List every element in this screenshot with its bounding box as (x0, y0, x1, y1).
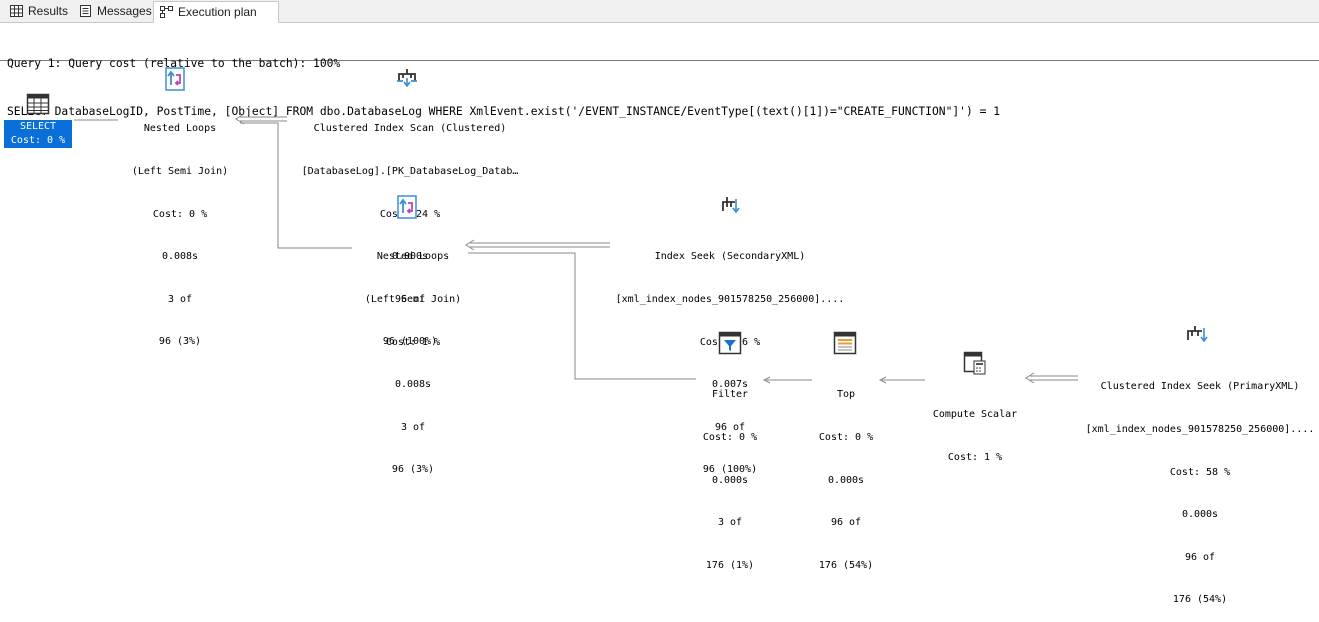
node-estimate: 176 (54%) (1172, 594, 1228, 606)
node-time: 0.008s (161, 251, 199, 263)
execution-plan-icon (160, 6, 173, 18)
node-cost: Cost: 16 % (699, 336, 761, 348)
node-subtitle: (Left Semi Join) (364, 294, 462, 306)
select-node[interactable]: SELECT Cost: 0 % (4, 120, 72, 148)
nested-loops-icon[interactable] (395, 195, 419, 219)
node-estimate: 96 (100%) (382, 336, 438, 348)
node-cost: Cost: 0 % (818, 432, 874, 444)
grid-icon (10, 5, 23, 17)
nested-loops-node-2[interactable]: Nested Loops (Left Semi Join) Cost: 1 % … (333, 222, 493, 492)
node-estimate: 176 (54%) (818, 559, 874, 571)
node-title: Top (836, 389, 856, 401)
clustered-index-seek-primary-node[interactable]: Clustered Index Seek (PrimaryXML) [xml_i… (1070, 352, 1319, 622)
nested-loops-node-1[interactable]: Nested Loops (Left Semi Join) Cost: 0 % … (100, 94, 260, 364)
node-cost: Cost: 0 % (702, 432, 758, 444)
tab-execution-plan[interactable]: Execution plan (153, 1, 279, 23)
node-title: Filter (711, 389, 749, 401)
edge-nl2-to-nl1 (240, 122, 352, 249)
node-time: 0.000s (711, 474, 749, 486)
node-rows: 96 of (1184, 551, 1216, 563)
node-time: 0.008s (394, 379, 432, 391)
tab-results-label: Results (28, 4, 69, 18)
node-subtitle: (Left Semi Join) (131, 166, 229, 178)
query-sql-text: SELECT DatabaseLogID, PostTime, [Object]… (7, 105, 1000, 118)
query-header: Query 1: Query cost (relative to the bat… (0, 24, 1319, 118)
top-icon[interactable] (833, 331, 857, 355)
node-title: Clustered Index Scan (Clustered) (313, 123, 507, 135)
tab-messages-label: Messages (97, 4, 152, 18)
compute-scalar-icon[interactable] (963, 351, 987, 375)
select-table-icon (26, 93, 50, 115)
node-cost: Cost: 0 % (152, 208, 208, 220)
select-node-cost: Cost: 0 % (10, 135, 66, 146)
node-cost: Cost: 58 % (1169, 466, 1231, 478)
index-seek-icon[interactable] (718, 193, 742, 217)
node-estimate: 176 (1%) (705, 559, 755, 571)
results-tab-bar: Results Messages Execution plan (0, 0, 1319, 23)
clustered-index-scan-icon[interactable] (395, 65, 419, 89)
clustered-index-seek-icon[interactable] (1185, 322, 1209, 346)
select-node-title: SELECT (19, 121, 57, 132)
node-subtitle: [xml_index_nodes_901578250_256000].... (615, 294, 845, 306)
edge-filter-to-nl2 (468, 252, 696, 380)
node-rows: 3 of (167, 293, 193, 305)
node-estimate: 96 (3%) (158, 336, 202, 348)
node-title: Nested Loops (143, 123, 217, 135)
tab-messages[interactable]: Messages (73, 1, 152, 21)
node-time: 0.007s (711, 379, 749, 391)
query-cost-line: Query 1: Query cost (relative to the bat… (7, 57, 341, 70)
messages-icon (80, 5, 91, 17)
node-title: Compute Scalar (932, 409, 1018, 421)
edge-cis2-to-cs (1030, 375, 1078, 381)
node-cost: Cost: 1 % (947, 452, 1003, 464)
node-title: Nested Loops (376, 251, 450, 263)
edge-cis-to-nl1 (240, 116, 287, 122)
node-subtitle: [xml_index_nodes_901578250_256000].... (1085, 424, 1315, 436)
node-rows: 96 of (714, 421, 746, 433)
node-estimate: 96 (3%) (391, 464, 435, 476)
node-title: Index Seek (SecondaryXML) (654, 251, 806, 263)
top-node[interactable]: Top Cost: 0 % 0.000s 96 of 176 (54%) (796, 360, 896, 587)
node-cost: Cost: 24 % (379, 208, 441, 220)
node-time: 0.000s (391, 251, 429, 263)
node-rows: 3 of (717, 517, 743, 529)
compute-scalar-node[interactable]: Compute Scalar Cost: 1 % (915, 380, 1035, 479)
clustered-index-scan-node[interactable]: Clustered Index Scan (Clustered) [Databa… (280, 94, 540, 364)
node-rows: 96 of (830, 517, 862, 529)
node-rows: 96 of (394, 293, 426, 305)
filter-icon[interactable] (718, 331, 742, 355)
tab-results[interactable]: Results (4, 1, 68, 21)
node-title: Clustered Index Seek (PrimaryXML) (1100, 381, 1300, 393)
filter-node[interactable]: Filter Cost: 0 % 0.000s 3 of 176 (1%) (680, 360, 780, 587)
nested-loops-icon[interactable] (163, 67, 187, 91)
node-cost: Cost: 1 % (385, 336, 441, 348)
node-time: 0.000s (827, 474, 865, 486)
tab-execution-plan-label: Execution plan (178, 5, 257, 19)
plan-edges (74, 113, 1078, 384)
edge-is-to-nl2 (470, 242, 610, 248)
node-rows: 3 of (400, 421, 426, 433)
node-subtitle: [DatabaseLog].[PK_DatabaseLog_Datab… (301, 166, 519, 178)
node-time: 0.000s (1181, 509, 1219, 521)
